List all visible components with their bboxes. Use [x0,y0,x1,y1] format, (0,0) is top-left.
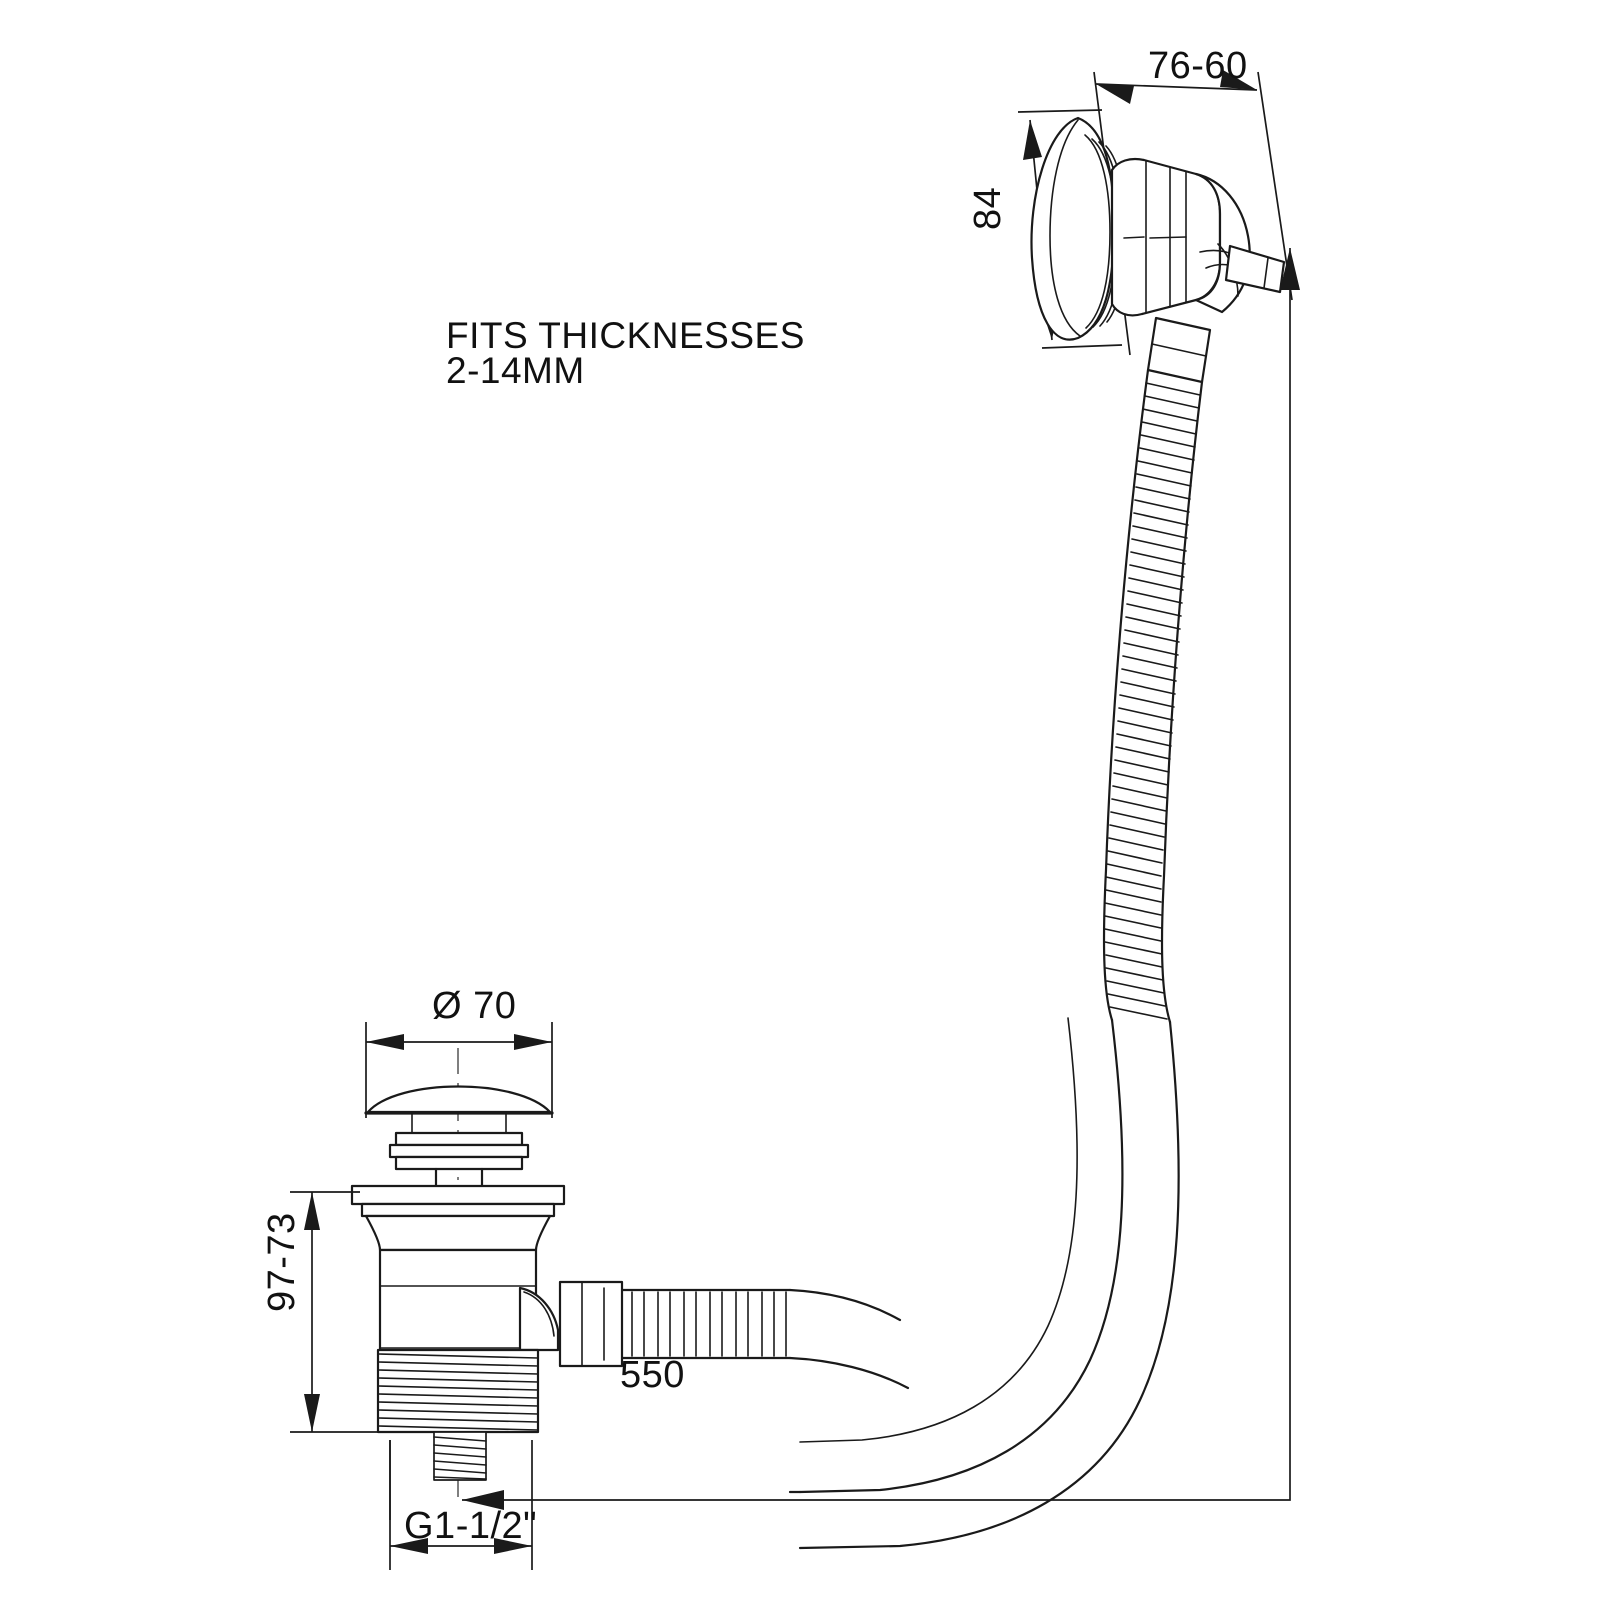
corrugated-hose-upper [1102,368,1204,1024]
overflow-head-assembly [1030,116,1286,384]
label-plug-diameter: Ø 70 [432,985,516,1027]
corrugated-hose-lower [558,1280,910,1494]
waste-assembly [350,1048,566,1500]
waste-body-barrel [378,1248,538,1352]
waste-plug-dome [366,1085,552,1114]
waste-thread-nipple [433,1431,487,1481]
dimension-body-height [290,1191,380,1433]
label-thread-size: G1-1/2" [404,1505,537,1547]
waste-thread-main [376,1348,540,1434]
smooth-curved-pipe [798,1017,1180,1550]
label-body-height: 97-73 [261,1212,303,1312]
dimension-plug-diameter [365,1022,553,1118]
note-fits-thicknesses-line2: 2-14MM [446,350,585,391]
dimension-thread-size [389,1440,533,1570]
note-fits-thicknesses-line1: FITS THICKNESSES [446,315,805,356]
label-overflow-depth: 76-60 [1148,45,1248,87]
waste-flange [350,1184,566,1206]
label-overflow-face-height: 84 [967,187,1009,230]
label-hose-length: 550 [620,1354,685,1396]
